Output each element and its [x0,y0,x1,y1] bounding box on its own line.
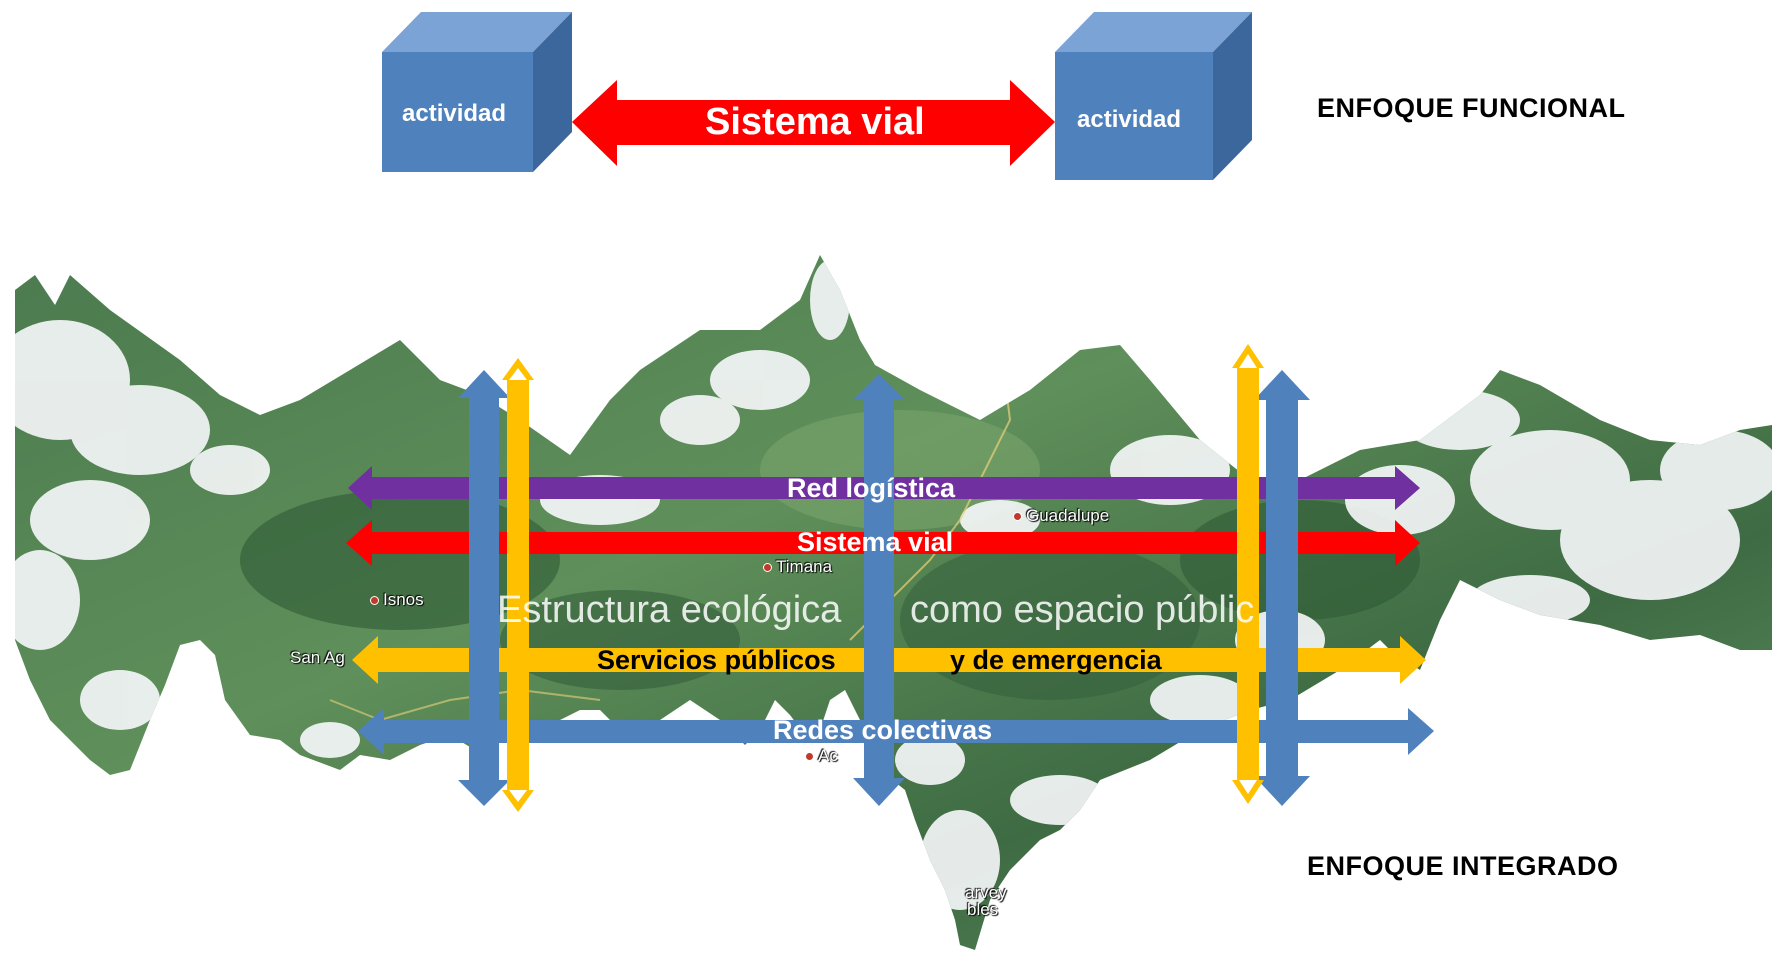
place-isnos: Isnos [370,590,424,610]
place-marker-icon [1013,512,1022,522]
place-guadalupe: Guadalupe [1013,506,1109,526]
activity-label-left: actividad [402,100,507,127]
integrated-approach-title: ENFOQUE INTEGRADO [1307,851,1619,881]
place-suaza-2: bles [967,900,999,919]
activity-box-right [1055,12,1252,180]
place-timana: Timana [763,557,832,577]
place-marker-icon [763,563,772,573]
road-system-label-top: Sistema vial [705,101,925,143]
public-services-label: Servicios públicos [597,645,836,675]
place-marker-icon [370,596,379,606]
place-suaza: arvey [965,883,1007,902]
logistics-network-label: Red logística [787,473,956,503]
road-system-arrow-top [572,80,1055,166]
vertical-yellow-arrow-2 [1232,344,1264,804]
activity-box-left [382,12,572,172]
place-san-agustin: San Ag [290,648,345,667]
road-system-label-bottom: Sistema vial [797,527,954,557]
emergency-services-label: y de emergencia [950,645,1162,675]
vertical-blue-arrow-1 [458,370,510,806]
collective-networks-arrow [358,708,1434,755]
ecological-structure-text-left: Estructura ecológica [497,589,842,631]
vertical-blue-arrow-2 [853,374,905,806]
ecological-structure-text-right: como espacio públic [910,589,1254,631]
place-acevedo: Ac [805,746,838,766]
vertical-yellow-arrow-1 [502,358,534,812]
place-marker-icon [805,752,814,762]
vertical-blue-arrow-3 [1254,370,1310,806]
collective-networks-label: Redes colectivas [773,715,993,745]
activity-label-right: actividad [1077,106,1182,133]
functional-approach-title: ENFOQUE FUNCIONAL [1317,93,1626,123]
